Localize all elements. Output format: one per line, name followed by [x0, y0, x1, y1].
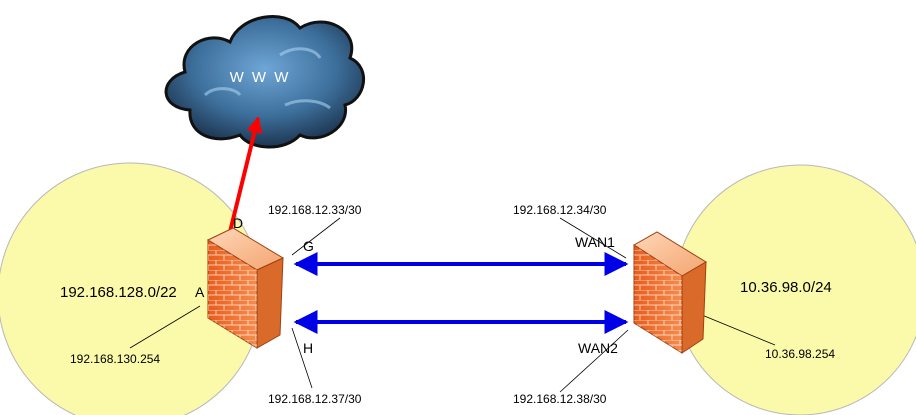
port-label-h: H	[303, 340, 313, 356]
right-upper-link-ip: 192.168.12.34/30	[513, 203, 607, 217]
leader-line-upper-left	[291, 217, 341, 256]
right-gateway-ip: 10.36.98.254	[765, 347, 835, 361]
left-lower-link-ip: 192.168.12.37/30	[268, 392, 362, 406]
firewall-icon	[633, 231, 707, 354]
port-label-d: D	[233, 215, 243, 231]
right-network-label: 10.36.98.0/24	[740, 279, 832, 296]
right-lower-link-ip: 192.168.12.38/30	[513, 392, 607, 406]
port-label-wan1: WAN1	[575, 234, 615, 250]
internet-link	[226, 116, 263, 241]
leader-line-lower-left	[291, 327, 313, 389]
cloud-label: W W W	[230, 69, 291, 86]
port-label-wan2: WAN2	[578, 340, 618, 356]
firewall-icon	[206, 227, 285, 349]
leader-line-left-gateway	[129, 305, 201, 349]
cloud-icon	[164, 15, 366, 149]
port-label-g: G	[303, 238, 314, 254]
port-label-a: A	[195, 284, 205, 300]
left-network-label: 192.168.128.0/22	[60, 284, 177, 301]
left-upper-link-ip: 192.168.12.33/30	[268, 203, 362, 217]
leader-line-upper-right	[559, 217, 627, 259]
leader-line-lower-right	[559, 329, 629, 393]
left-gateway-ip: 192.168.130.254	[70, 352, 160, 366]
